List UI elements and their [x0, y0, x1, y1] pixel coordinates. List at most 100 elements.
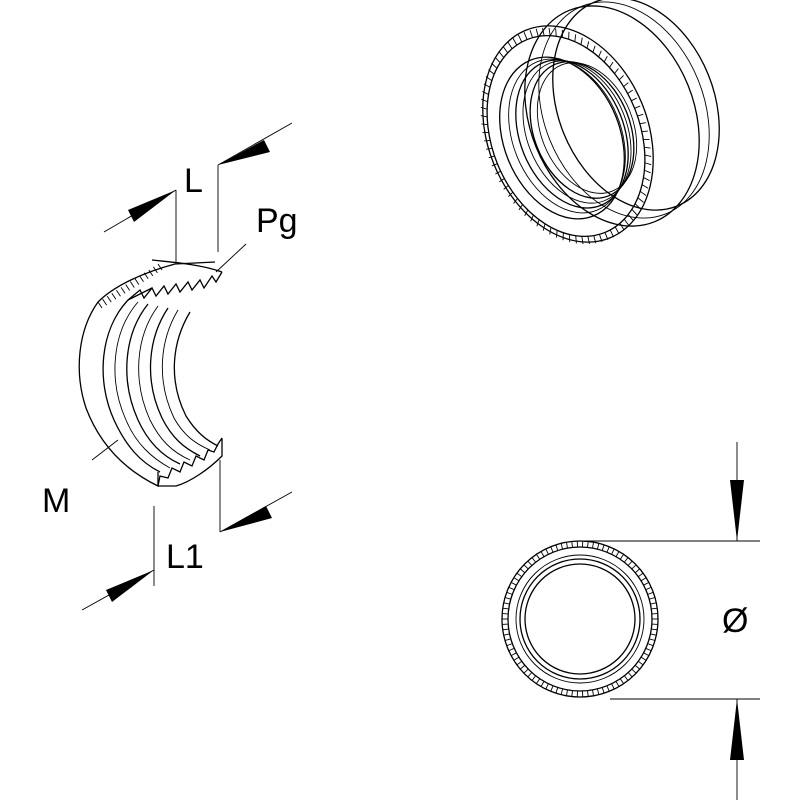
knurl-tick: [503, 602, 510, 605]
isometric-ring-view: [480, 0, 720, 245]
bore-ellipse-2: [508, 58, 626, 214]
knurl-tick: [97, 301, 103, 309]
knurl-tick: [623, 218, 630, 226]
knurl-tick: [120, 287, 126, 294]
knurl-tick: [647, 591, 654, 595]
knurl-tick: [566, 689, 568, 696]
front-knurl: [502, 541, 658, 697]
knurl-tick: [593, 235, 597, 244]
front-inner-circle-2: [519, 558, 641, 680]
knurl-tick: [527, 672, 533, 678]
knurl-tick: [592, 689, 594, 696]
dimension-diameter: Ø: [580, 442, 760, 800]
knurl-tick: [650, 633, 657, 636]
knurl-tick: [606, 546, 610, 553]
knurl-tick: [502, 628, 509, 631]
knurl-tick: [106, 295, 112, 303]
knurl-tick: [555, 687, 559, 694]
knurl-tick: [504, 638, 511, 641]
arrowhead-diameter-top: [730, 480, 744, 541]
knurl-tick: [157, 263, 163, 271]
knurl-tick: [542, 27, 545, 36]
flange-outer-ellipse: [482, 25, 654, 243]
knurl-tick: [644, 154, 652, 157]
knurl-tick: [481, 123, 488, 126]
knurl-tick: [631, 209, 638, 216]
knurl-tick: [611, 548, 615, 555]
knurl-tick: [516, 660, 523, 666]
knurl-tick: [499, 178, 505, 183]
knurl-tick: [571, 541, 573, 548]
front-view-ring: [501, 540, 659, 698]
front-knurl-base-circle: [507, 546, 653, 692]
knurl-tick: [491, 163, 498, 167]
label-l: L: [184, 162, 203, 200]
knurl-tick: [488, 69, 495, 75]
knurl-tick: [644, 146, 651, 149]
knurl-tick: [530, 214, 534, 222]
knurl-tick: [631, 668, 637, 674]
knurl-tick: [148, 269, 154, 277]
knurl-tick: [603, 55, 608, 63]
front-bore-circle: [524, 563, 636, 675]
knurl-tick: [634, 105, 641, 109]
knurl-tick: [637, 197, 644, 203]
knurl-tick: [513, 198, 518, 204]
knurl-tick: [513, 656, 520, 661]
knurl-tick: [614, 68, 619, 74]
dimension-l1: L1: [81, 460, 293, 611]
knurl-tick: [641, 184, 649, 189]
knurl-tick: [485, 76, 493, 82]
label-diameter: Ø: [722, 602, 748, 640]
knurl-tick: [531, 557, 537, 563]
knurl-tick: [550, 546, 554, 553]
knurl-tick: [549, 227, 552, 235]
knurl-tick: [503, 633, 510, 636]
knurl-tick: [495, 170, 501, 175]
knurl-tick: [619, 678, 624, 684]
knurl-tick: [615, 551, 620, 557]
knurl-tick: [637, 113, 644, 117]
flange-knurl-ellipse: [486, 35, 646, 237]
knurl-tick: [483, 83, 491, 88]
knurl-tick: [598, 50, 602, 58]
knurl-tick: [645, 586, 652, 591]
knurl-tick: [587, 541, 589, 548]
knurl-tick: [524, 209, 529, 217]
knurl-tick: [627, 560, 633, 566]
knurl-tick: [516, 572, 523, 578]
arrowhead-l1-left: [106, 570, 154, 602]
knurl-tick: [480, 106, 488, 110]
knurl-tick: [502, 607, 509, 610]
knurl-tick: [645, 647, 652, 652]
arrowhead-diameter-bottom: [730, 699, 744, 760]
knurl-tick: [480, 115, 488, 118]
section-outer-arc: [78, 301, 159, 488]
bore-ellipse-3: [515, 59, 629, 209]
label-l1: L1: [166, 538, 204, 576]
knurl-tick: [510, 581, 517, 586]
knurl-tick: [606, 685, 610, 692]
knurl-tick: [536, 678, 541, 684]
knurl-tick: [631, 564, 637, 570]
knurl-tick: [125, 284, 131, 291]
knurl-tick: [508, 191, 514, 197]
bore-ellipse-6: [536, 62, 638, 194]
knurl-tick: [640, 577, 647, 582]
knurl-tick: [498, 51, 505, 58]
thread-body-ellipse-3: [552, 0, 720, 211]
knurl-tick: [517, 34, 523, 43]
arrowhead-l-left: [128, 190, 176, 222]
knurl-tick: [574, 34, 577, 42]
dimension-line-l-right: [217, 122, 293, 166]
knurl-tick: [540, 681, 545, 687]
front-inner-circle-1: [515, 554, 645, 684]
knurl-tick: [639, 190, 647, 196]
knurl-tick: [634, 664, 641, 670]
knurl-tick: [596, 688, 600, 695]
knurl-tick: [518, 204, 523, 211]
knurl-tick: [599, 234, 603, 243]
knurl-tick: [592, 542, 594, 549]
knurl-tick: [575, 235, 577, 244]
knurl-tick: [540, 551, 545, 557]
